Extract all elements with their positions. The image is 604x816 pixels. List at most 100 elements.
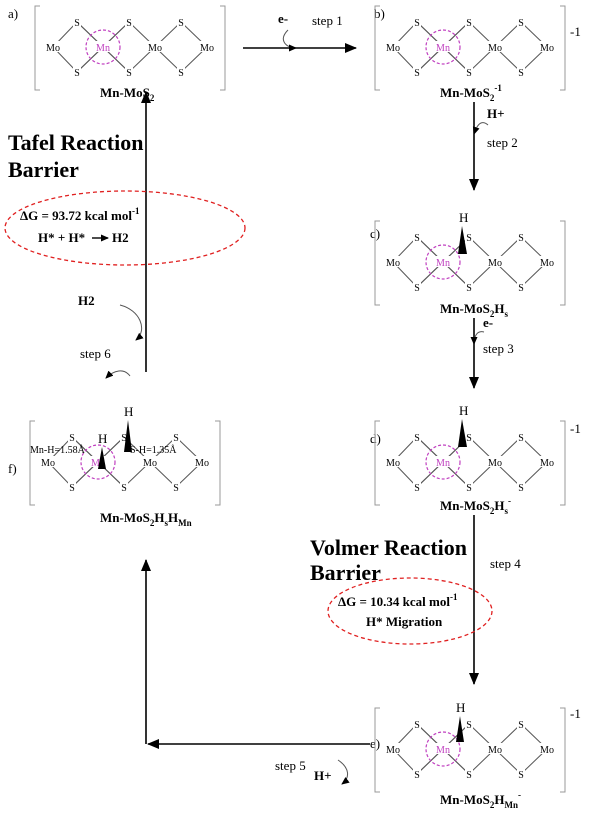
atom-bg [436,256,450,267]
atom-bg [120,431,128,442]
mo-atom: Mo [540,458,554,469]
tafel-ellipse [4,190,246,266]
s-atom: S [414,720,420,731]
bracket-left [29,420,35,506]
mo-atom: Mo [148,43,162,54]
reaction-arrows [141,43,479,749]
atom-bg [125,16,133,27]
mn-atom: Mn [436,458,450,469]
s-atom: S [414,18,420,29]
s-atom: S [121,433,127,444]
atom-bg [143,456,157,467]
atom-bg [386,743,400,754]
s-atom: S [518,68,524,79]
bracket-right [220,5,226,91]
atom-bg [148,41,162,52]
s-atom: S [69,433,75,444]
structure-e-formula: Mn-MoS2HMn- [440,790,521,810]
s-atom: S [466,483,472,494]
s-atom: S [518,18,524,29]
mo-atom: Mo [41,458,55,469]
structure-b-formula: Mn-MoS2-1 [440,83,502,103]
structure-d-formula: Mn-MoS2Hs- [440,496,511,516]
bracket-left [374,420,380,506]
s-atom: S [518,283,524,294]
mo-atom: Mo [386,258,400,269]
atom-bg [465,16,473,27]
mn-site-circle [425,29,461,65]
s-atom: S [414,68,420,79]
s-atom: S [178,68,184,79]
atom-bg [488,743,502,754]
s-atom: S [466,433,472,444]
step3-label: step 3 [483,341,514,356]
volmer-process: H* Migration [366,614,443,629]
volmer-title-line1: Volmer Reaction [310,535,467,560]
structure-a-label: a) [8,6,18,21]
tafel-barrier: Tafel Reaction Barrier ΔG = 93.72 kcal m… [4,130,246,266]
mn-site-circle [80,444,116,480]
h-atom-f-s: H [124,404,133,419]
step6-label: step 6 [80,346,111,361]
mo-atom: Mo [386,43,400,54]
h-atom-c: H [459,210,468,225]
atom-bg [73,16,81,27]
step4-label: step 4 [490,556,521,571]
structure-b-label: b) [374,6,385,21]
s-atom: S [466,18,472,29]
mo-atom: Mo [386,458,400,469]
s-atom: S [518,720,524,731]
atom-bg [120,481,128,492]
bracket-left [374,5,380,91]
atom-bg [125,66,133,77]
atom-bg [413,281,421,292]
s-atom: S [466,720,472,731]
atom-bg [540,743,554,754]
bracket-right [215,420,221,506]
atom-bg [413,481,421,492]
bracket-left [374,220,380,306]
atom-bg [200,41,214,52]
atom-bg [96,41,110,52]
mn-h-bond-length: Mn-H=1.58Å [30,444,86,456]
s-atom: S [414,233,420,244]
s-atom: S [414,433,420,444]
h-atoms: H H H H H [98,210,468,742]
curly-arrow-step3 [470,331,485,345]
mo-atom: Mo [143,458,157,469]
reagent-h-step5: H+ [314,768,332,783]
mn-atom: Mn [436,43,450,54]
atom-bg [413,431,421,442]
atom-bg [413,768,421,779]
structure-d-charge: -1 [570,421,581,436]
mo-atom: Mo [488,458,502,469]
atom-bg [517,768,525,779]
atom-bg [465,231,473,242]
step5-label: step 5 [275,758,306,773]
h-atom-d: H [459,403,468,418]
tafel-title-line2: Barrier [8,157,79,182]
mo-atom: Mo [488,43,502,54]
mn-site-circle [425,244,461,280]
s-atom: S [518,433,524,444]
atom-bg [413,16,421,27]
structure-f-formula: Mn-MoS2HsHMn [100,510,192,528]
mo-atom: Mo [540,745,554,756]
atom-bg [517,431,525,442]
s-atom: S [466,283,472,294]
s-atom: S [126,18,132,29]
atom-bg [386,41,400,52]
atom-bg [517,281,525,292]
atom-bg [517,718,525,729]
mo-atom: Mo [195,458,209,469]
h-atom-f-mn: H [98,431,107,446]
s-atom: S [518,233,524,244]
atom-bg [540,256,554,267]
h-atom-e: H [456,700,465,715]
curly-arrow-step5 [337,759,350,785]
